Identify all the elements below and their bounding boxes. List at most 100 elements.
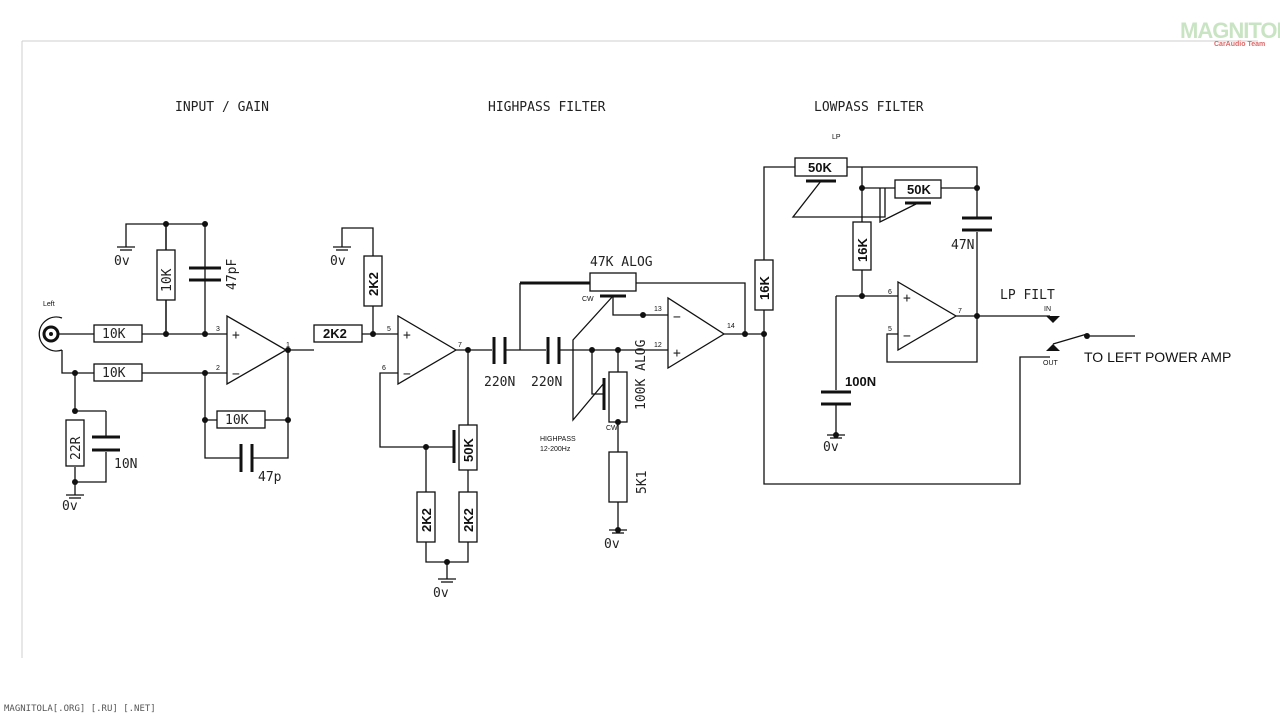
resistor-label: 10K xyxy=(160,268,175,292)
pin-label: 7 xyxy=(958,308,962,315)
section-input-title: INPUT / GAIN xyxy=(175,100,269,115)
pot-label: 100K ALOG xyxy=(634,339,649,410)
capacitor-label: 47N xyxy=(951,238,974,253)
pot-label: 50K xyxy=(461,438,476,462)
potentiometer-50k-lp-b xyxy=(894,179,942,199)
resistor-label: 10K xyxy=(102,366,126,381)
resistor-10k-in-top xyxy=(93,324,143,343)
pin-label: 5 xyxy=(888,326,892,333)
wire xyxy=(61,350,227,374)
resistor-label: 10K xyxy=(225,413,249,428)
ground-symbol xyxy=(66,494,84,499)
pin-label: 13 xyxy=(654,306,662,313)
opamp-plus: + xyxy=(232,328,240,343)
cw-label: CW xyxy=(606,425,618,432)
wire xyxy=(74,373,107,483)
wire xyxy=(636,282,746,334)
resistor-10k-in-bottom xyxy=(93,363,143,382)
wire xyxy=(456,349,492,492)
opamp-minus: − xyxy=(673,310,681,325)
opamp-minus: − xyxy=(403,367,411,382)
hp-range-label: HIGHPASS xyxy=(540,436,576,443)
wire xyxy=(572,295,614,422)
pin-label: 6 xyxy=(382,365,386,372)
opamp-plus: + xyxy=(403,328,411,343)
resistor-label: 10K xyxy=(102,327,126,342)
wire xyxy=(591,350,604,395)
resistor-10k-feedback xyxy=(216,410,266,429)
wire xyxy=(341,227,374,334)
capacitor-label: 47p xyxy=(258,470,282,485)
pin-label: 3 xyxy=(216,326,220,333)
switch-label: LP FILT xyxy=(1000,288,1055,303)
opamp-plus: + xyxy=(903,291,911,306)
resistor-2k2-pullup xyxy=(363,255,383,307)
wire xyxy=(791,166,978,218)
wire xyxy=(612,296,668,316)
resistor-label: 16K xyxy=(855,238,870,262)
pot-label: 50K xyxy=(808,160,832,175)
capacitor-label: 220N xyxy=(531,375,562,390)
switch-lever[interactable] xyxy=(1052,333,1088,345)
wire xyxy=(763,166,795,334)
pin-label: 7 xyxy=(458,342,462,349)
wire xyxy=(879,188,919,224)
potentiometer-47k-alog xyxy=(589,272,637,292)
pin-label: 2 xyxy=(216,365,220,372)
potentiometer-50k-gain xyxy=(458,424,478,471)
resistor-label: 22R xyxy=(69,436,84,460)
cw-label: CW xyxy=(582,296,594,303)
switch-in-terminal xyxy=(1046,316,1060,323)
wire xyxy=(204,350,289,459)
capacitor-label: 100N xyxy=(845,374,876,389)
opamp-u2 xyxy=(397,314,458,386)
resistor-label: 16K xyxy=(757,276,772,300)
switch-out-label: OUT xyxy=(1043,360,1059,367)
pin-label: 5 xyxy=(387,326,391,333)
pin-label: 14 xyxy=(727,323,735,330)
capacitor-label: 10N xyxy=(114,457,137,472)
opamp-u3 xyxy=(667,296,726,370)
resistor-label: 2K2 xyxy=(366,272,381,296)
pin-label: 12 xyxy=(654,342,662,349)
opamp-u4 xyxy=(897,280,958,352)
pot-label: 50K xyxy=(907,182,931,197)
wire xyxy=(763,334,1050,485)
ground-symbol xyxy=(333,246,351,251)
ground-label: 0v xyxy=(330,254,346,269)
ground-label: 0v xyxy=(114,254,130,269)
pin-label: 6 xyxy=(888,289,892,296)
switch-out-terminal xyxy=(1046,344,1060,351)
opamp-plus: + xyxy=(673,346,681,361)
resistor-label: 5K1 xyxy=(635,471,650,494)
opamp-u1 xyxy=(226,314,288,386)
footer-text: MAGNITOLA[.ORG] [.RU] [.NET] xyxy=(4,704,156,714)
lp-label: LP xyxy=(832,134,841,141)
ground-label: 0v xyxy=(433,586,449,601)
resistor-label: 2K2 xyxy=(419,508,434,532)
ground-label: 0v xyxy=(62,499,78,514)
hp-range-label: 12-200Hz xyxy=(540,446,571,453)
capacitor-label: 47pF xyxy=(225,259,240,290)
potentiometer-100k-alog xyxy=(608,371,628,423)
resistor-label: 2K2 xyxy=(461,508,476,532)
logo-subtitle: CarAudio Team xyxy=(1214,41,1266,48)
pin-label: 1 xyxy=(286,342,290,349)
section-highpass-title: HIGHPASS FILTER xyxy=(488,100,606,115)
opamp-minus: − xyxy=(903,329,911,344)
ground-symbol xyxy=(438,578,456,583)
ground-label: 0v xyxy=(823,440,839,455)
resistor-5k1 xyxy=(608,451,628,503)
opamp-minus: − xyxy=(232,367,240,382)
ground-symbol xyxy=(117,246,135,251)
resistor-label: 2K2 xyxy=(323,326,347,341)
resistor-22r xyxy=(65,419,85,467)
section-lowpass-title: LOWPASS FILTER xyxy=(814,100,924,115)
ground-label: 0v xyxy=(604,537,620,552)
capacitor-label: 220N xyxy=(484,375,515,390)
pot-label: 47K ALOG xyxy=(590,255,653,270)
wire xyxy=(886,315,1050,363)
logo: MAGNITOLA xyxy=(1180,18,1280,43)
resistor-16k-a xyxy=(754,259,774,311)
